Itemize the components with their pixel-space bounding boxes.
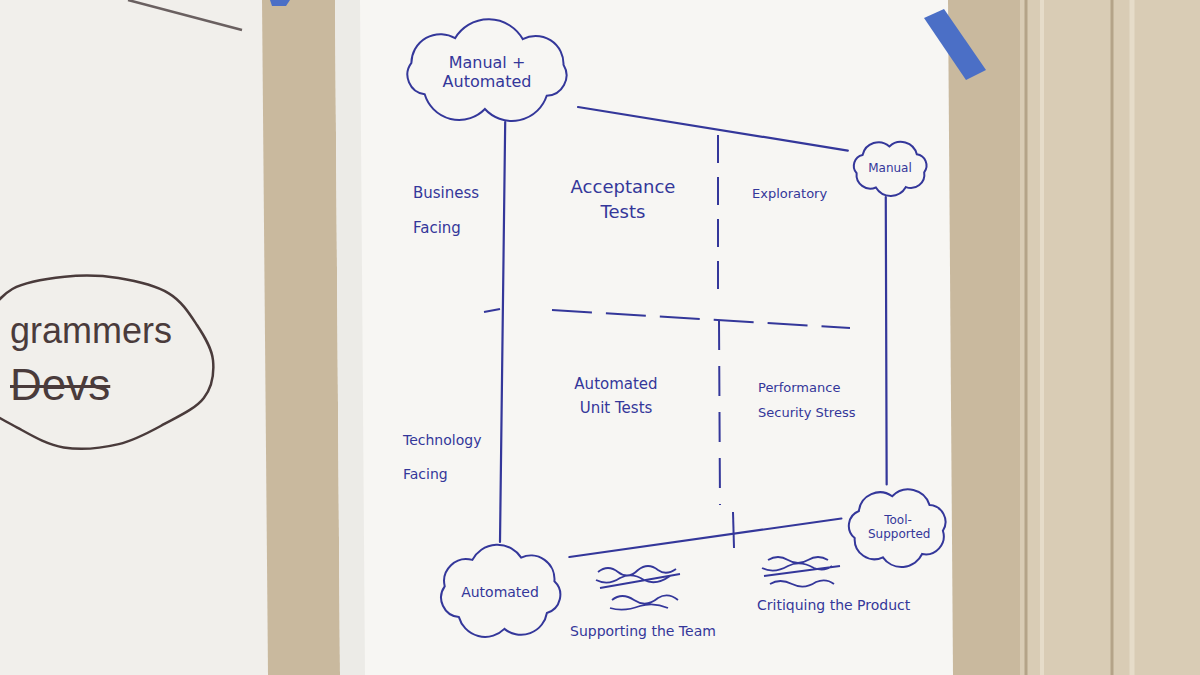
axis-label: Business Facing — [413, 176, 498, 245]
quadrant-border — [578, 107, 848, 151]
quadrant-border — [885, 197, 888, 485]
wood-trim — [1020, 0, 1200, 675]
blue-tape — [924, 9, 986, 80]
team-name: grammers — [10, 307, 172, 356]
divider-tick — [733, 512, 734, 548]
test-kind: Automated — [461, 584, 539, 601]
main-paper — [335, 0, 953, 675]
group-oval: grammersDevs — [0, 268, 217, 453]
dashed-divider — [717, 135, 719, 300]
crossed-out-text — [596, 566, 680, 610]
pen-line — [128, 0, 242, 30]
cloud-line — [849, 489, 946, 567]
divider-tick — [484, 309, 500, 312]
left-paper — [0, 0, 268, 675]
test-cloud: Manual — [848, 139, 932, 197]
quadrant-border — [569, 519, 841, 558]
crossed-out-text — [762, 557, 840, 587]
trim-groove — [1111, 0, 1114, 675]
quadrant-purpose: Supporting the Team — [570, 622, 716, 640]
quadrant-label: Acceptance Tests — [563, 174, 683, 224]
test-kind: Manual — [868, 161, 912, 175]
quadrant-border — [500, 122, 505, 542]
test-kind: Manual + Automated — [435, 53, 540, 91]
trim-groove — [1130, 0, 1135, 675]
paper-shade — [335, 0, 365, 675]
quadrant-label: Exploratory — [752, 186, 827, 203]
quadrant-label: Automated Unit Tests — [566, 372, 666, 420]
cloud-line — [854, 142, 927, 196]
trim-groove — [1040, 0, 1044, 675]
test-cloud: Tool-Supported — [841, 485, 954, 570]
quadrant-dividers — [484, 135, 850, 548]
quadrant-label: Performance Security Stress — [758, 376, 858, 425]
axis-label: Technology Facing — [403, 424, 498, 491]
dashed-divider — [719, 320, 720, 505]
quadrant-purpose: Critiquing the Product — [757, 596, 910, 614]
dashed-divider — [552, 310, 850, 328]
cloud-line — [407, 19, 566, 121]
team-name: Devs — [10, 355, 110, 414]
test-cloud: Automated — [431, 542, 570, 642]
oval-line — [0, 276, 213, 449]
test-cloud: Manual + Automated — [396, 22, 578, 122]
trim-groove — [1025, 0, 1028, 675]
test-kind: Tool-Supported — [868, 513, 928, 542]
cloud-line — [441, 545, 560, 637]
blue-tape — [270, 0, 290, 6]
